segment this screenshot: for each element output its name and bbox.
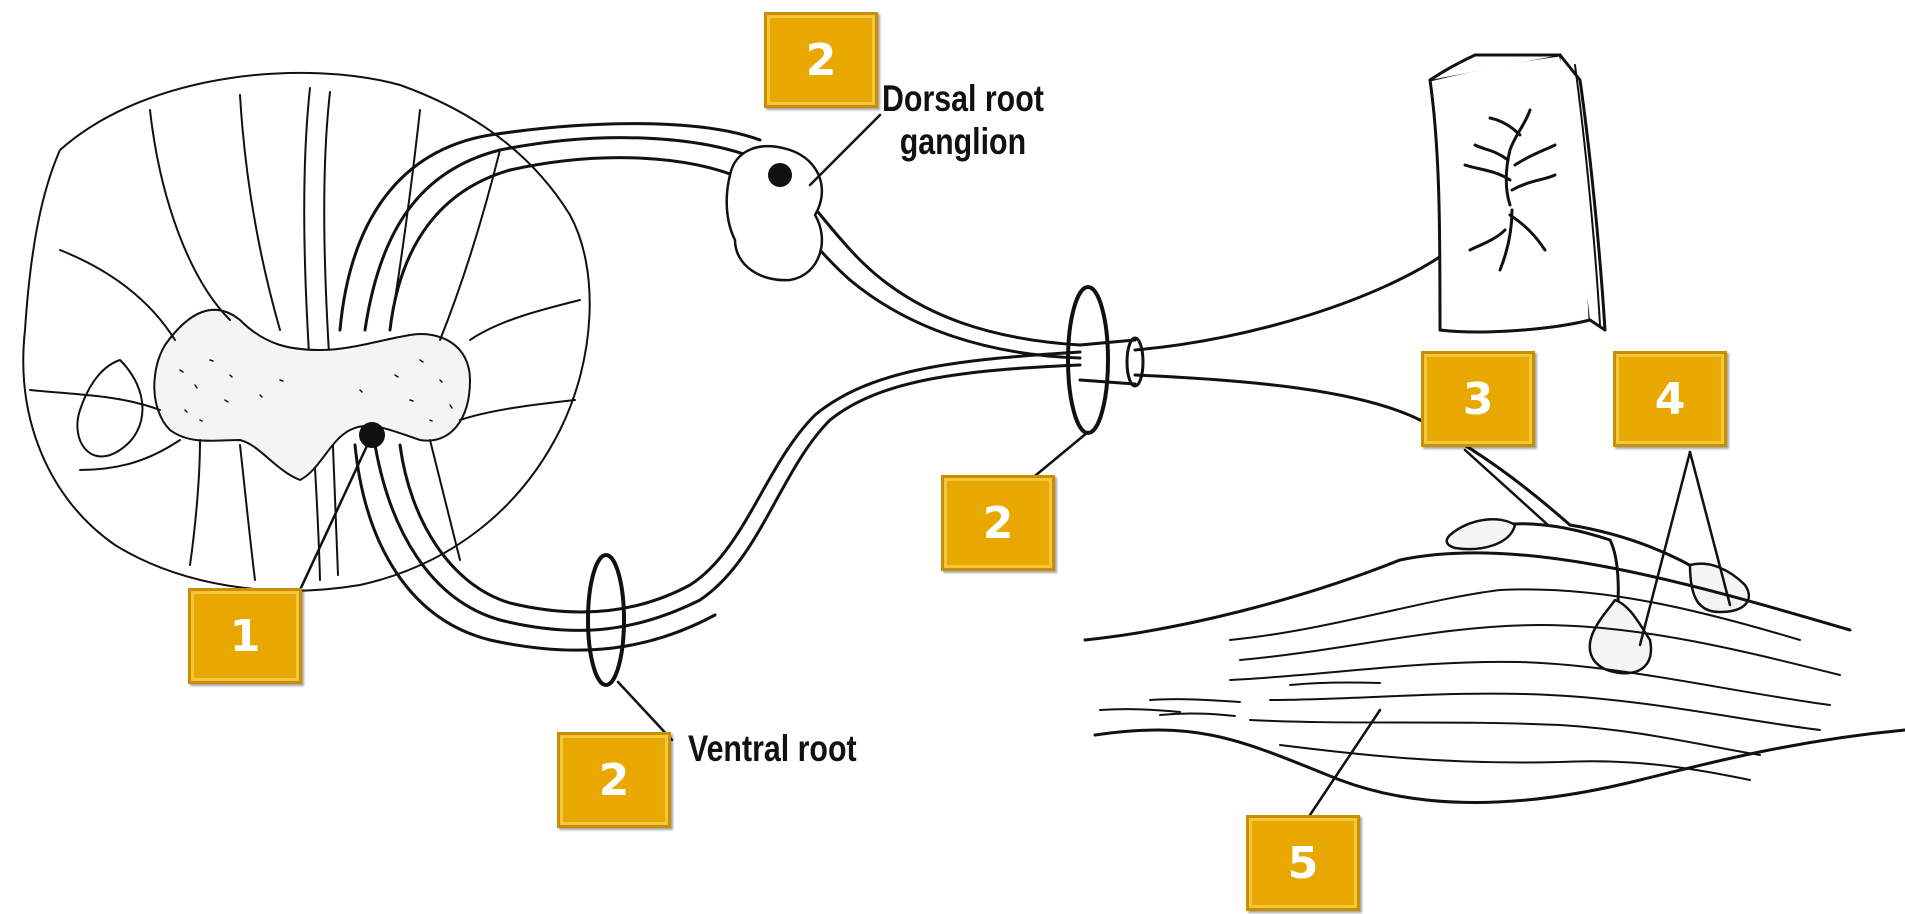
motor-branch-junctions: [1500, 524, 1618, 630]
badge-2-ventral-root: 2: [557, 732, 671, 828]
badge-4: 4: [1613, 351, 1727, 447]
badge-2-spinal-nerve: 2: [941, 475, 1055, 571]
dorsal-root-ganglion-label: Dorsal root ganglion: [882, 78, 1044, 163]
end-plates: [1447, 519, 1749, 673]
badge-3: 3: [1421, 351, 1535, 447]
skin-receptor-block: [1430, 55, 1605, 332]
muscle: [1085, 553, 1905, 803]
spinal-nerve: [1068, 287, 1143, 433]
spinal-nerve-ring: [1068, 287, 1108, 433]
badge-5: 5: [1246, 815, 1360, 911]
ventral-root-ring: [588, 555, 624, 685]
ventral-root-label: Ventral root: [688, 728, 857, 771]
badge-2-dorsal-ganglion: 2: [764, 12, 878, 108]
ganglion-neuron-body: [768, 163, 792, 187]
badge-1: 1: [188, 588, 302, 684]
